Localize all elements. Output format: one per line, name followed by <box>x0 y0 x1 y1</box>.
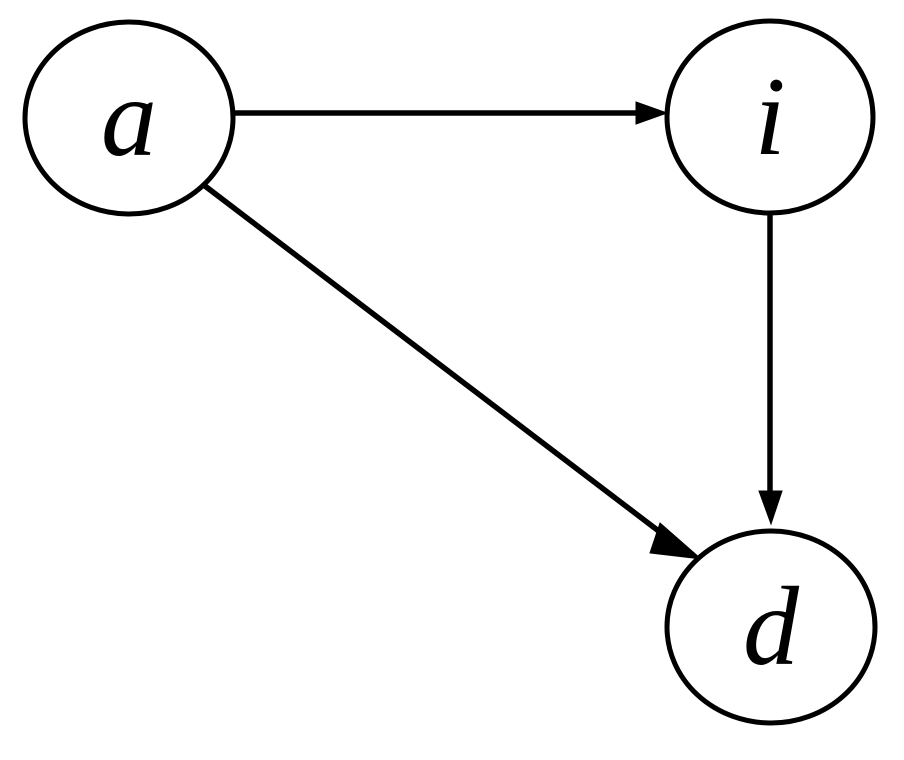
node-i[interactable]: i <box>664 18 876 216</box>
edge-line-a-to-d <box>203 183 679 548</box>
arrowhead-a-to-d <box>649 522 703 560</box>
node-a[interactable]: a <box>22 19 236 217</box>
edge-i-to-d[interactable] <box>758 213 783 526</box>
node-d[interactable]: d <box>664 528 878 726</box>
node-i-ellipse <box>664 18 876 216</box>
arrowhead-i-to-d <box>758 490 783 526</box>
node-d-label: d <box>743 565 800 689</box>
node-i-label: i <box>754 55 785 179</box>
edge-a-to-d[interactable] <box>203 183 703 560</box>
arrowhead-a-to-i <box>635 101 669 125</box>
edge-a-to-i[interactable] <box>233 101 669 125</box>
node-d-ellipse <box>664 528 878 726</box>
node-a-ellipse <box>22 19 236 217</box>
node-a-label: a <box>101 56 157 180</box>
